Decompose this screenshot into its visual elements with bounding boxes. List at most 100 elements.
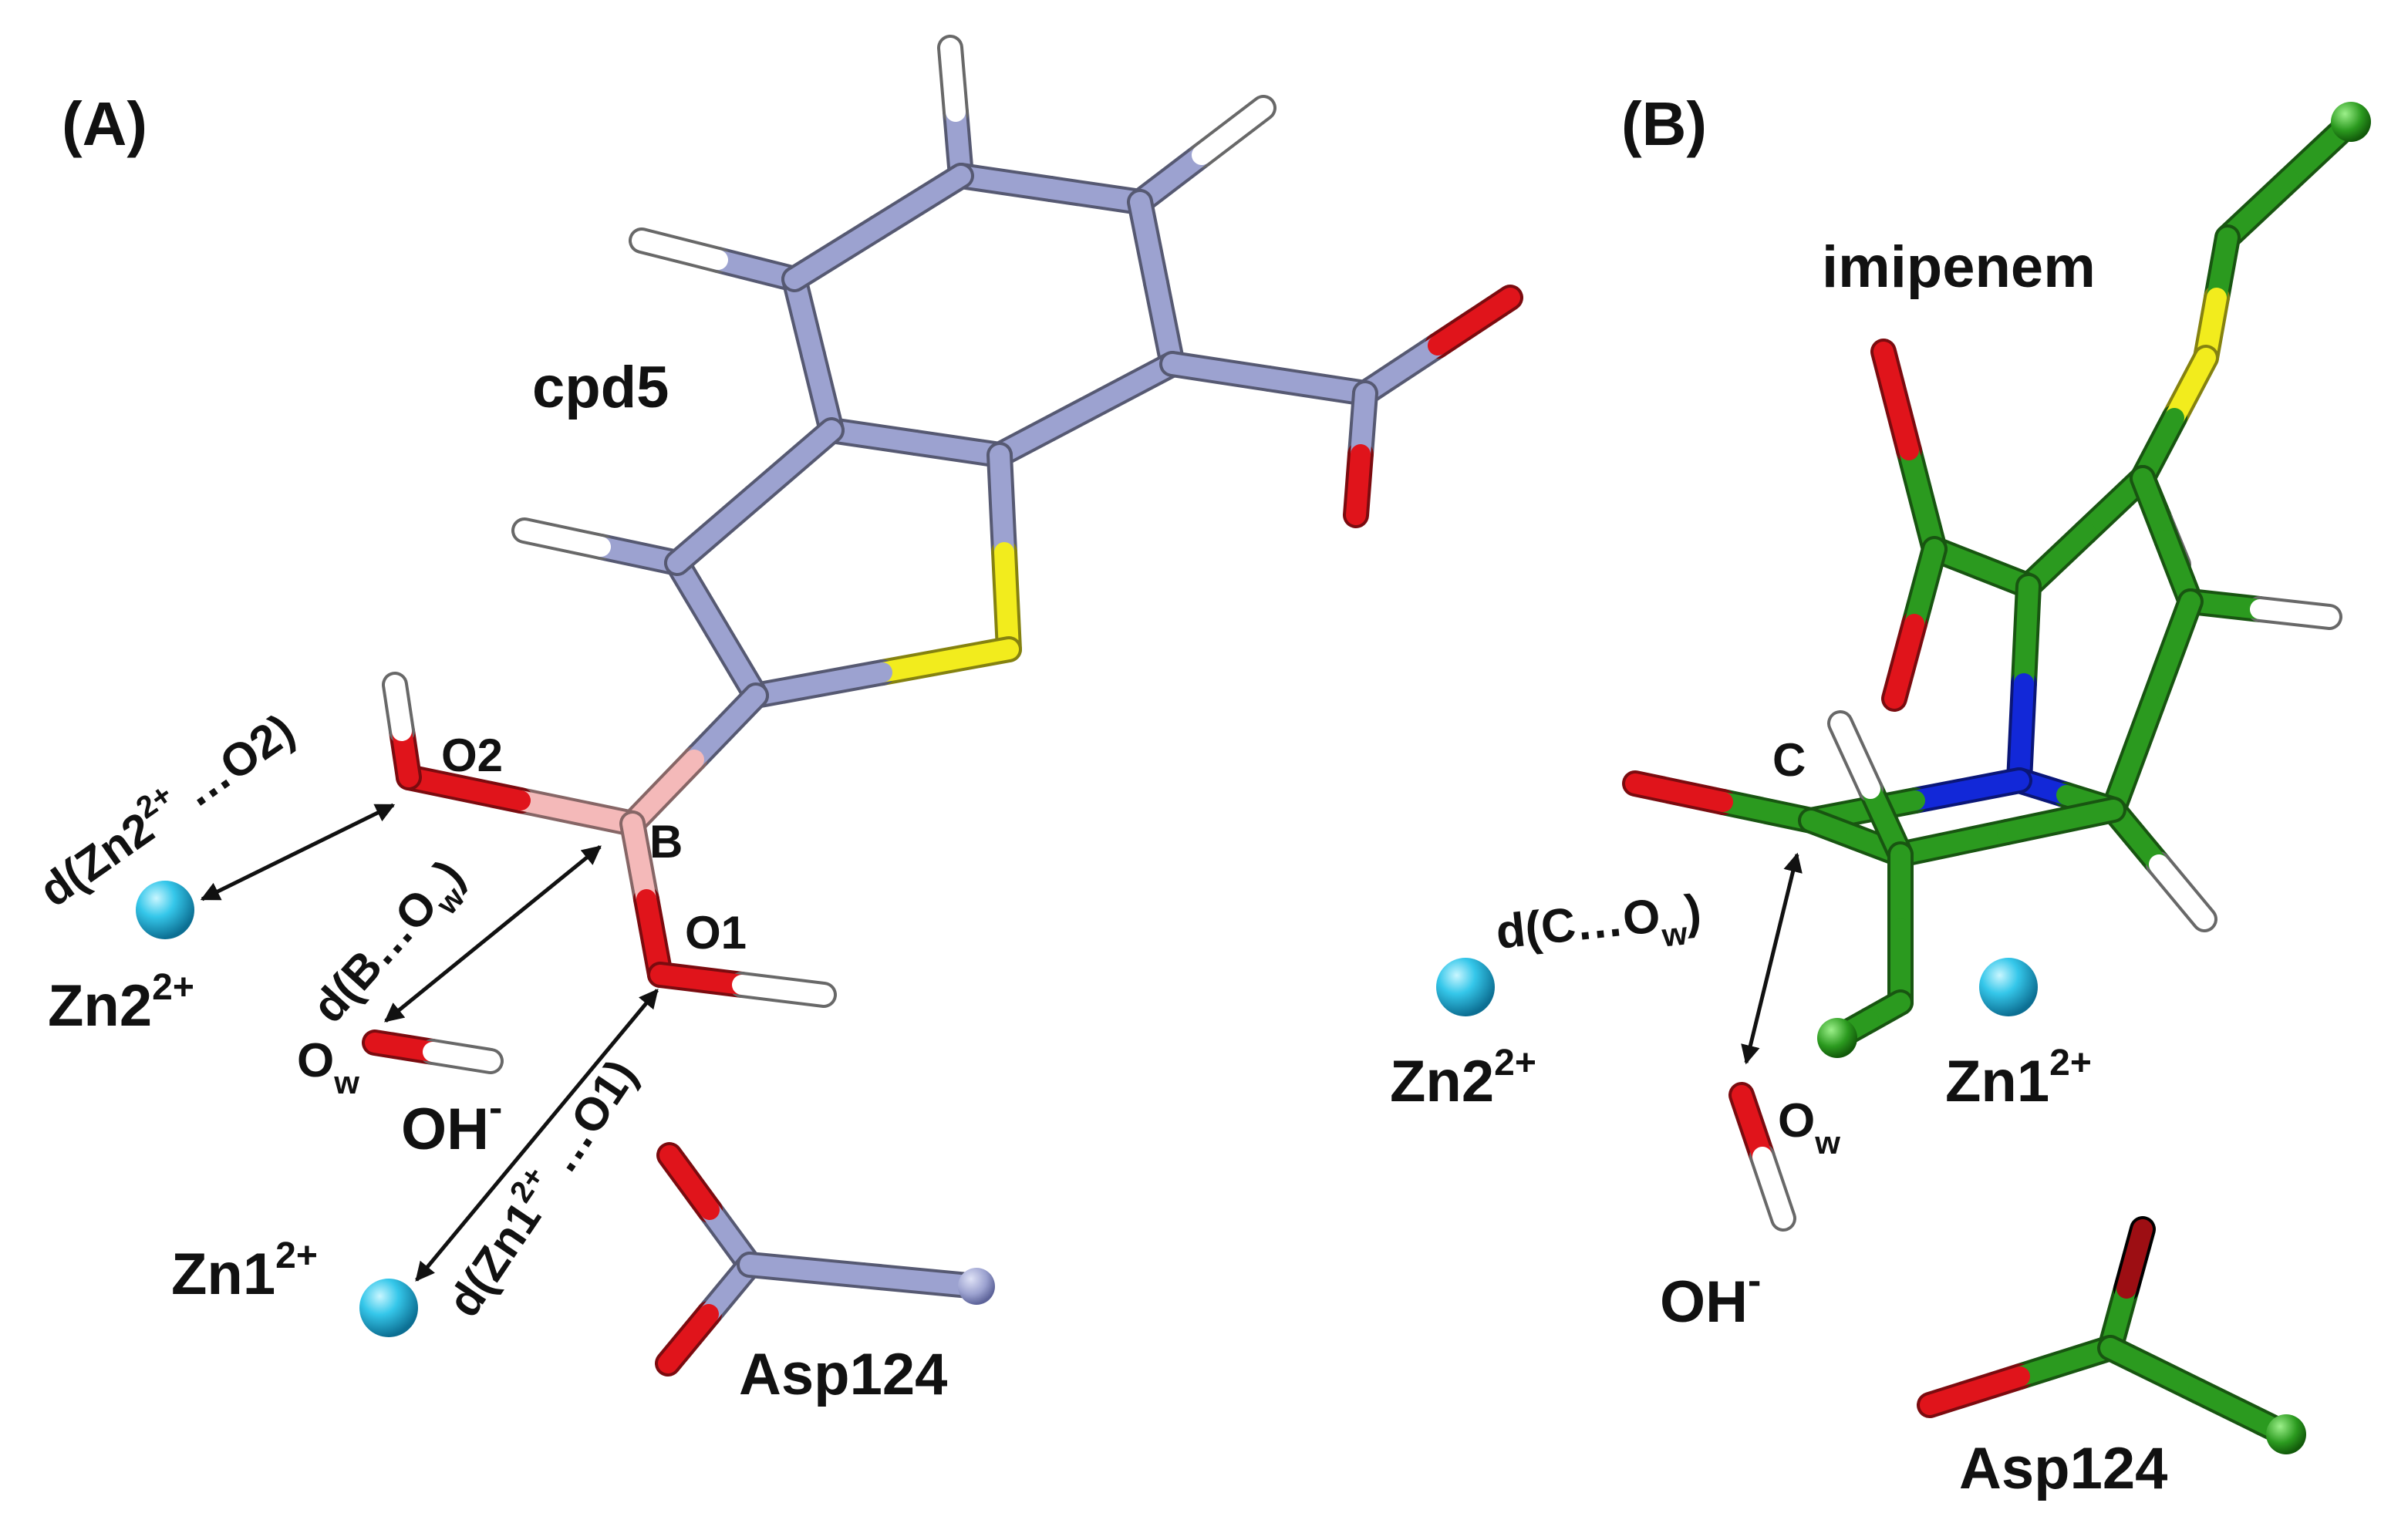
imipenem-bond-c6-c5-half-b <box>1997 800 2123 842</box>
bond-c7-boron-half-b <box>622 750 704 834</box>
hydroxide-label-b: OH- <box>1660 1259 1761 1335</box>
imipenem-bond-c-s <box>2193 224 2241 371</box>
imipenem-bond-c-s-half-a <box>2207 227 2238 308</box>
bond-c1-h-half-b <box>940 38 966 122</box>
bond-c4-c5-half-a <box>906 433 1010 465</box>
imipenem-bond-carboxyl-odn-half-b <box>1884 614 1924 709</box>
bond-c7-boron-half-a <box>684 686 766 770</box>
imipenem-bond-carboxyl-odn <box>1881 536 1948 712</box>
imipenem-bond-s-c2-half-a <box>2164 348 2216 428</box>
boron-atom-label: B <box>649 816 683 868</box>
imipenem-bond-c1-h-half-b <box>2250 599 2339 627</box>
asp124-a-od1-half-b <box>659 1145 720 1220</box>
imipenem-bond-c2-c3 <box>2015 465 2156 599</box>
imipenem-tail-chain <box>2214 109 2364 251</box>
bond-carboxyl-oa-half-a <box>1355 335 1448 403</box>
o2-atom-label: O2 <box>441 730 503 781</box>
imipenem-bond-carboxyl-oup <box>1870 339 1948 562</box>
bond-boron-o2-half-a <box>511 790 642 834</box>
imipenem-bond-s-c2 <box>2130 345 2219 491</box>
bond-c4-s <box>986 442 1022 662</box>
imipenem-bond-c5-h <box>2100 797 2217 932</box>
bond-c2-c3 <box>1127 189 1185 377</box>
imipenem-bond-c1-c5 <box>2100 588 2204 823</box>
carbon-atom-label: C <box>1772 734 1806 786</box>
imipenem-bond-c5-h-half-b <box>2149 854 2214 929</box>
panel-b <box>1436 102 2371 1454</box>
bond-c4-s-half-b <box>994 542 1019 659</box>
cpd5-label: cpd5 <box>532 355 669 420</box>
bond-s-c7-half-a <box>872 639 1019 682</box>
bond-c2-h-half-b <box>1192 98 1273 165</box>
imipenem-terminal-atom-top <box>2331 102 2371 142</box>
imipenem-bond-c1-c5-half-a <box>2142 591 2201 716</box>
bond-c6-h <box>629 227 808 292</box>
bond-c8-h <box>511 517 690 576</box>
imipenem-bond-c3-n-half-b <box>2009 673 2034 790</box>
imipenem-bond-c6-c5-half-a <box>1890 822 2017 864</box>
bond-c8-c5 <box>664 417 845 576</box>
bond-c6-c1 <box>781 163 974 292</box>
bond-c3-c4 <box>986 351 1185 468</box>
bond-c4-s-half-a <box>990 445 1014 562</box>
bond-carboxyl-ob-half-a <box>1351 383 1375 464</box>
bond-c6-h-half-b <box>632 231 728 270</box>
panel-b-label: (B) <box>1621 89 1707 158</box>
bond-c7-boron <box>619 682 769 837</box>
arrow-c-ow <box>1741 852 1803 1065</box>
zn1-ion-label-a: Zn12+ <box>171 1235 318 1307</box>
zn2-ion-label-b: Zn22+ <box>1390 1043 1536 1114</box>
zn1-ion-label-b: Zn12+ <box>1945 1043 2092 1114</box>
distance-label-c-ow: d(C…Ow) <box>1493 885 1704 959</box>
panel-a-label: (A) <box>62 89 147 158</box>
asp124-a-cb-half-a <box>740 1255 873 1286</box>
bond-c4-c5 <box>818 417 1013 468</box>
asp124-b-cb-half-a <box>2100 1338 2208 1401</box>
bond-carboxyl-ob <box>1343 380 1378 528</box>
bond-s-c7 <box>743 636 1022 709</box>
bond-carboxyl-oa <box>1352 285 1523 406</box>
hydroxide-label-a: OH- <box>401 1086 502 1162</box>
distance-label-zn1-o1: d(Zn12+ …O1) <box>433 1047 646 1326</box>
imipenem-bond-c6-h-half-b <box>1830 713 1880 799</box>
asp124-a-od2 <box>655 1252 763 1377</box>
bond-boron-o2-half-b <box>399 767 531 810</box>
imipenem-bond-carboxyl-odn-half-a <box>1904 539 1944 634</box>
hydroxide-a <box>362 1029 504 1074</box>
imipenem-bond-c7-o-half-b <box>1625 773 1733 812</box>
bond-c2-c3-half-a <box>1130 192 1166 293</box>
imipenem-bond-n-c7 <box>1798 767 2032 834</box>
zn2-ion-a <box>136 881 194 939</box>
arrow-zn1-o1 <box>415 989 659 1282</box>
asp124-b-od2 <box>1917 1335 2123 1418</box>
asp124-b-cb <box>2097 1335 2299 1447</box>
bond-c3-c4-half-a <box>1076 354 1182 420</box>
bond-o2-h <box>382 672 422 790</box>
bond-c5-c6 <box>781 266 845 443</box>
imipenem-tail-chain-half-b <box>2217 170 2299 248</box>
bond-c1-c2-half-b <box>1040 179 1150 212</box>
asp124-b-od2-half-b <box>1920 1366 2030 1415</box>
bond-c8-c5-half-b <box>744 420 841 507</box>
asp124-b-od1 <box>2097 1216 2156 1361</box>
hydroxide-b <box>1728 1082 1796 1232</box>
hydroxide-b-half-a <box>1732 1085 1772 1167</box>
asp124-a-cb <box>737 1252 990 1299</box>
imipenem-bond-c6-c5 <box>1887 797 2126 868</box>
bond-c2-h <box>1127 95 1276 215</box>
imipenem-bond-c3-n <box>2006 573 2042 794</box>
bond-c3-carboxyl <box>1159 351 1378 406</box>
bond-c8-c5-half-a <box>667 487 764 573</box>
zn2-ion-b <box>1436 958 1495 1016</box>
bond-c6-h-half-a <box>708 250 804 289</box>
svg-text:d(Zn12+ …O1): d(Zn12+ …O1) <box>433 1047 646 1326</box>
bond-c2-c3-half-b <box>1146 273 1182 374</box>
imipenem-label: imipenem <box>1822 234 2096 300</box>
imipenem-bond-c3-carboxyl <box>1921 536 2042 599</box>
bond-c6-c1-half-a <box>784 217 888 289</box>
bond-carboxyl-oa-half-b <box>1428 288 1520 356</box>
asp124-b-cb-atom <box>2266 1414 2306 1454</box>
bond-boron-o1-half-a <box>622 814 656 909</box>
imipenem-bond-c3-n-half-a <box>2014 576 2039 693</box>
